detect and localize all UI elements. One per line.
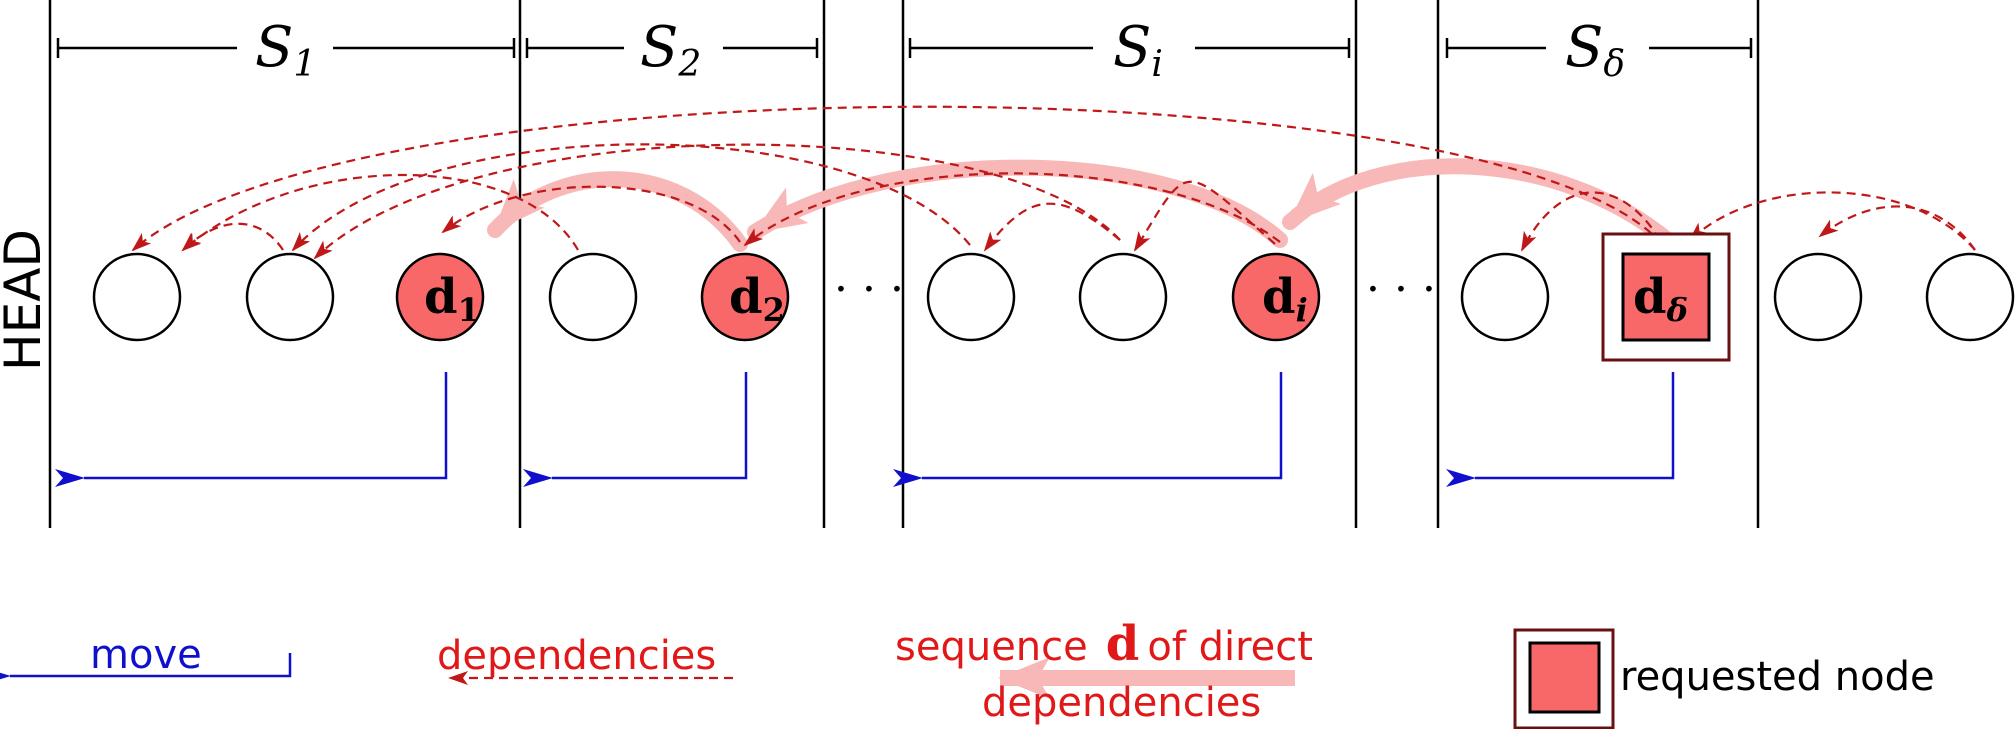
move-arrow: [55, 372, 448, 487]
dependency-node-d2: [700, 252, 790, 342]
node-circle: [92, 252, 182, 342]
dependency-arrow: [313, 143, 1121, 260]
node-circle: [1078, 252, 1168, 342]
node-circle: [1460, 252, 1550, 342]
dependency-node-d1-label: d1: [424, 269, 480, 329]
dependency-node-di: [1231, 252, 1321, 342]
node-circle: [1773, 252, 1863, 342]
sequence-arrow: [747, 159, 1288, 248]
legend-move-label: move: [90, 632, 202, 678]
nodes: [92, 252, 2015, 342]
segment-label-s2: S2: [640, 15, 701, 85]
dependency-arrow: [1521, 191, 1661, 252]
dependency-arrow: [983, 202, 1121, 252]
head-label: HEAD: [0, 229, 52, 371]
segment-label-sdelta: Sδ: [1565, 15, 1625, 85]
dependency-arrows: [131, 105, 1976, 260]
node-circle: [245, 252, 335, 342]
legend-move-arrow: [0, 653, 292, 685]
dependency-node-d1: [395, 252, 485, 342]
dependency-arrow: [181, 174, 579, 252]
move-arrow: [893, 372, 1283, 487]
dependency-arrow: [441, 185, 741, 243]
segment-brackets: [56, 38, 1753, 58]
dependency-node-d2-label: d2: [729, 269, 785, 329]
dependency-arrow: [131, 105, 1663, 252]
move-arrow: [1446, 372, 1675, 487]
dependency-nodes: d1 d2 di dδ: [395, 232, 1731, 362]
node-circle: [548, 252, 638, 342]
dependency-arrow: [291, 143, 971, 252]
move-arrow: [523, 372, 748, 487]
ellipsis: · · ·: [1366, 264, 1436, 315]
move-arrows: [55, 372, 1675, 487]
segment-boundaries: [48, 0, 1760, 528]
ellipsis: · · ·: [834, 264, 904, 315]
legend-sequence-line2: dependencies: [982, 680, 1261, 726]
requested-node-d-delta-label: dδ: [1633, 269, 1688, 329]
requested-node-d-delta: [1621, 252, 1711, 342]
legend-requested-box: [1528, 641, 1601, 714]
segment-label-si: Si: [1113, 15, 1163, 85]
segment-label-s1: S1: [255, 15, 316, 85]
node-circle: [1925, 252, 2015, 342]
legend-requested-label: requested node: [1620, 654, 1935, 700]
dependency-arrow: [1133, 180, 1276, 252]
dependency-node-di-label: di: [1262, 269, 1308, 329]
dependency-arrow: [181, 222, 284, 252]
sequence-arrow: [1282, 158, 1678, 250]
legend-dependencies-label: dependencies: [437, 633, 716, 679]
node-circle: [926, 252, 1016, 342]
dependency-arrow: [1688, 191, 1976, 251]
dependency-arrow: [1818, 205, 1976, 251]
